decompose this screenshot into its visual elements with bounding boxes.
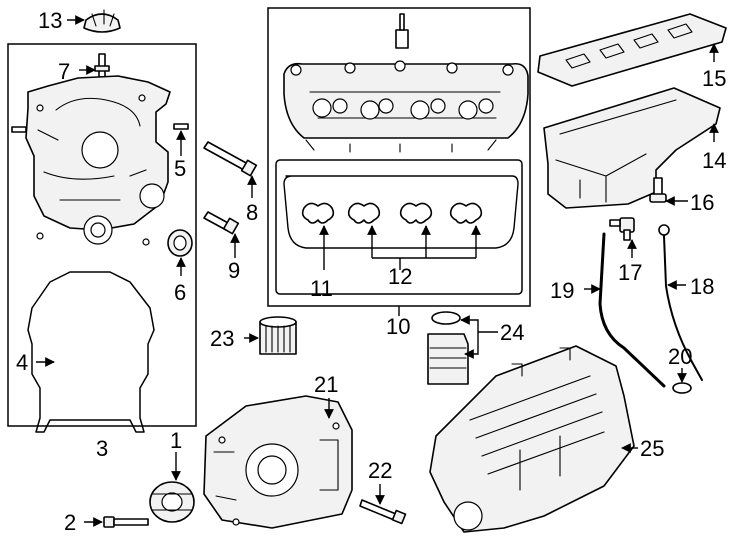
callout-24: 24 [500, 320, 524, 345]
crankshaft-front-seal[interactable] [167, 229, 193, 257]
callout-6: 6 [174, 280, 186, 305]
callout-8: 8 [246, 200, 258, 225]
water-pump-pulley[interactable] [149, 481, 195, 523]
timing-cover-dowel[interactable] [173, 123, 189, 130]
callout-1: 1 [170, 428, 182, 453]
timing-cover-group-box [7, 43, 197, 427]
oil-pan-windage-tray[interactable] [537, 13, 727, 87]
oil-level-sensor[interactable] [609, 217, 635, 241]
leader-lines [36, 15, 719, 527]
oil-pan[interactable] [543, 87, 721, 209]
callout-7: 7 [58, 59, 70, 84]
intake-manifold[interactable] [429, 345, 635, 533]
water-pump-bolt[interactable] [359, 499, 407, 525]
pulley-bolt[interactable] [103, 516, 149, 528]
oil-dipstick[interactable] [658, 224, 703, 381]
callout-9: 9 [228, 258, 240, 283]
leader-12 [371, 226, 477, 259]
callout-14: 14 [702, 148, 726, 173]
valve-cover-gasket[interactable] [283, 175, 519, 249]
callout-3: 3 [96, 436, 108, 461]
timing-cover[interactable] [25, 75, 171, 246]
callout-25: 25 [640, 436, 664, 461]
timing-cover-bolt-long[interactable] [203, 141, 258, 177]
callout-12: 12 [388, 264, 412, 289]
callout-23: 23 [210, 326, 234, 351]
timing-cover-dowel-left[interactable] [11, 126, 27, 133]
timing-cover-gasket[interactable] [27, 271, 155, 433]
oil-cooler[interactable] [427, 311, 469, 385]
callout-10: 10 [386, 314, 410, 339]
callout-4: 4 [16, 350, 28, 375]
callout-11: 11 [310, 276, 333, 301]
callout-labels: 13 7 5 6 4 3 8 9 11 12 10 15 14 16 17 18… [16, 8, 726, 535]
oil-filter[interactable] [259, 316, 297, 355]
callout-19: 19 [550, 278, 574, 303]
callout-5: 5 [174, 156, 186, 181]
valve-cover-group-box [267, 7, 531, 307]
valve-cover[interactable] [283, 13, 529, 153]
dipstick-tube-o-ring[interactable] [672, 382, 692, 394]
callout-2: 2 [64, 510, 76, 535]
callout-21: 21 [314, 372, 338, 397]
timing-cover-bolt-short[interactable] [203, 211, 240, 235]
callout-20: 20 [668, 344, 692, 369]
callout-18: 18 [690, 274, 714, 299]
oil-filler-cap[interactable] [83, 9, 121, 33]
callout-13: 13 [38, 8, 62, 33]
callout-22: 22 [368, 458, 392, 483]
callout-15: 15 [702, 66, 726, 91]
callout-16: 16 [690, 190, 714, 215]
callout-17: 17 [618, 260, 642, 285]
valve-cover-gasket-subbox [275, 159, 523, 295]
dipstick-tube[interactable] [598, 232, 666, 388]
water-pump[interactable] [203, 395, 353, 529]
spark-plug-tube-seals[interactable] [301, 202, 483, 224]
